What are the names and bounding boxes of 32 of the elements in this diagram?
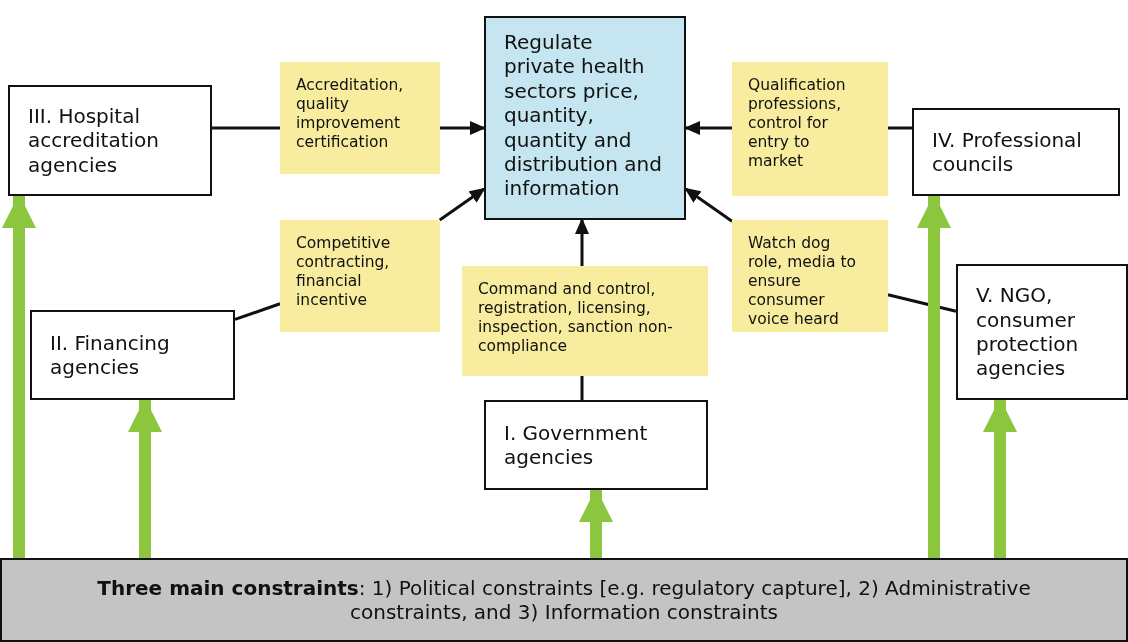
note-box	[280, 220, 440, 332]
note-box	[280, 62, 440, 174]
node-text: Regulate private health sectors price, quantity, quantity and distribution and information	[504, 30, 663, 201]
node-text: Competitive contracting, financial incentive	[296, 234, 392, 310]
node-text: IV. Professional councils	[932, 127, 1083, 177]
arrow	[917, 194, 951, 558]
node-text: Watch dog role, media to ensure consumer voice heard	[748, 234, 857, 329]
node-text: V. NGO, consumer protection agencies	[976, 283, 1080, 381]
node-text: Qualification professions, control for entry to market	[748, 76, 847, 171]
arrow	[579, 488, 613, 558]
node-text: Command and control, registration, licensing, inspection, sanction non-compliance	[478, 280, 674, 356]
node-text: III. Hospital accreditation agencies	[28, 103, 160, 178]
note-box	[732, 220, 888, 332]
arrow	[440, 121, 486, 135]
node-text: I. Government agencies	[504, 420, 649, 470]
arrow	[438, 187, 486, 222]
process-box	[956, 264, 1128, 400]
note-box	[462, 266, 708, 376]
arrow	[2, 194, 36, 558]
node-text: Three main constraints: 1) Political constraints [e.g. regulatory capture], 2) Administrative constraints, and 3) Information constraints	[96, 575, 1032, 625]
arrow	[128, 398, 162, 558]
constraints-banner	[0, 558, 1128, 642]
process-box	[8, 85, 212, 196]
node-text: II. Financing agencies	[50, 330, 171, 380]
process-box	[912, 108, 1120, 196]
process-box	[30, 310, 235, 400]
arrow	[575, 218, 589, 266]
process-box	[484, 16, 686, 220]
note-box	[732, 62, 888, 196]
arrow	[983, 398, 1017, 558]
node-text: Accreditation, quality improvement certification	[296, 76, 405, 152]
process-box	[484, 400, 708, 490]
